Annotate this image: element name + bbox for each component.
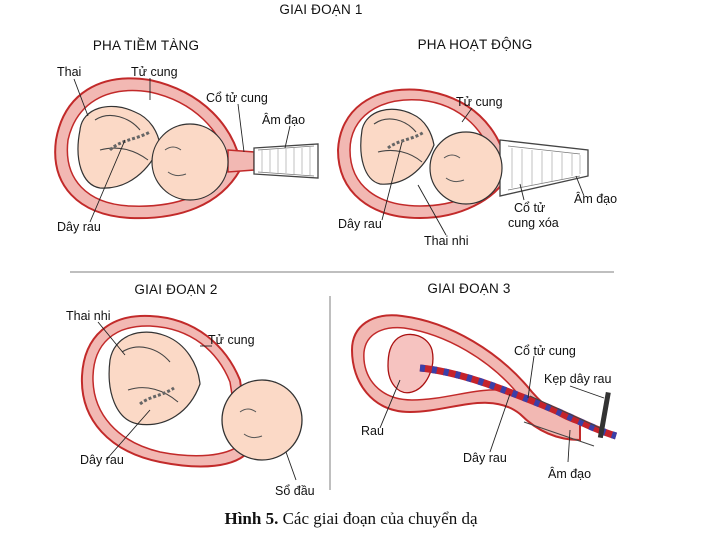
latent-phase-illustration [54,77,319,220]
label-vagina: Âm đạo [574,191,617,206]
label-fetus: Thai nhi [66,309,110,323]
stage2-illustration [80,314,303,468]
leader-lines [73,78,605,481]
label-cord: Dây rau [463,451,507,465]
figure-caption: Hình 5. Các giai đoạn của chuyển dạ [0,509,702,529]
label-uterus: Tử cung [131,65,178,79]
label-cervix: Cổ tử cung [514,344,576,358]
label-clamp: Kẹp dây rau [544,372,611,386]
stage2-title: GIAI ĐOẠN 2 [134,282,217,297]
stage3-title: GIAI ĐOẠN 3 [427,281,510,296]
label-cervix: Cổ tử cung [206,91,268,105]
label-crowning: Sổ đầu [275,484,315,498]
label-uterus: Tử cung [456,95,503,109]
active-phase-title: PHA HOẠT ĐỘNG [418,37,533,52]
caption-number: Hình 5. [224,509,279,528]
caption-text: Các giai đoạn của chuyển dạ [282,509,478,528]
label-cervix-line1: Cổ tử [514,201,545,215]
label-uterus: Tử cung [208,333,255,347]
label-cord: Dây rau [57,220,101,234]
label-fetus: Thai nhi [424,234,468,248]
latent-phase-title: PHA TIỀM TÀNG [93,38,199,53]
label-placenta: Rau [361,424,384,438]
label-vagina: Âm đạo [548,466,591,481]
label-cervix-line2: cung xóa [508,216,559,230]
label-cord: Dây rau [80,453,124,467]
stage3-illustration [350,314,618,447]
label-fetus: Thai [57,65,81,79]
stage1-title: GIAI ĐOẠN 1 [279,2,362,17]
label-cord: Dây rau [338,217,382,231]
label-vagina: Âm đạo [262,112,305,127]
active-phase-illustration [336,88,589,220]
